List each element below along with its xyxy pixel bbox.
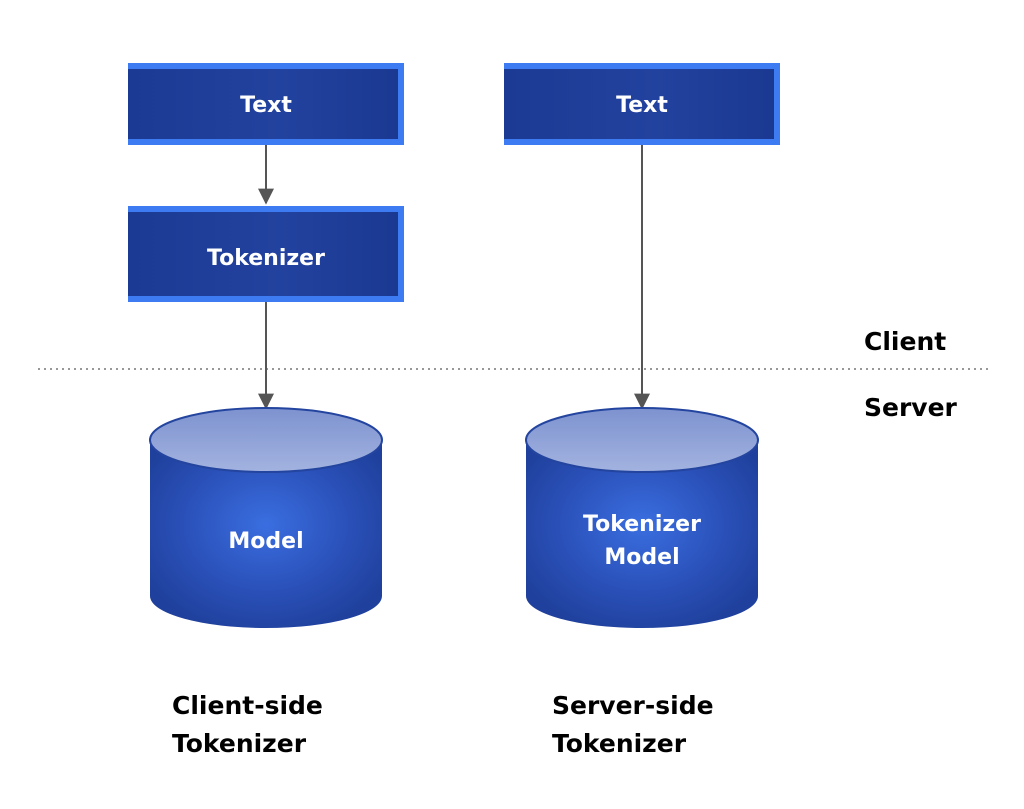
client-model-label: Model <box>228 529 303 554</box>
client-zone-label: Client <box>864 327 946 356</box>
client-text-label: Text <box>240 93 292 118</box>
server-caption-line2: Tokenizer <box>552 729 687 758</box>
server-tokenizer-model-cylinder: Tokenizer Model <box>525 407 759 628</box>
client-tokenizer-box: Tokenizer <box>128 206 404 302</box>
server-model-label-line2: Model <box>604 545 679 570</box>
server-caption-line1: Server-side <box>552 691 714 720</box>
server-side-caption: Server-side Tokenizer <box>552 691 714 758</box>
client-side-caption: Client-side Tokenizer <box>172 691 323 758</box>
server-model-label-line1: Tokenizer <box>583 512 701 537</box>
server-text-label: Text <box>616 93 668 118</box>
client-model-cylinder: Model <box>149 407 383 628</box>
client-tokenizer-label: Tokenizer <box>207 246 325 271</box>
client-caption-line1: Client-side <box>172 691 323 720</box>
client-caption-line2: Tokenizer <box>172 729 307 758</box>
server-zone-label: Server <box>864 393 958 422</box>
client-text-box: Text <box>128 63 404 145</box>
server-text-box: Text <box>504 63 780 145</box>
